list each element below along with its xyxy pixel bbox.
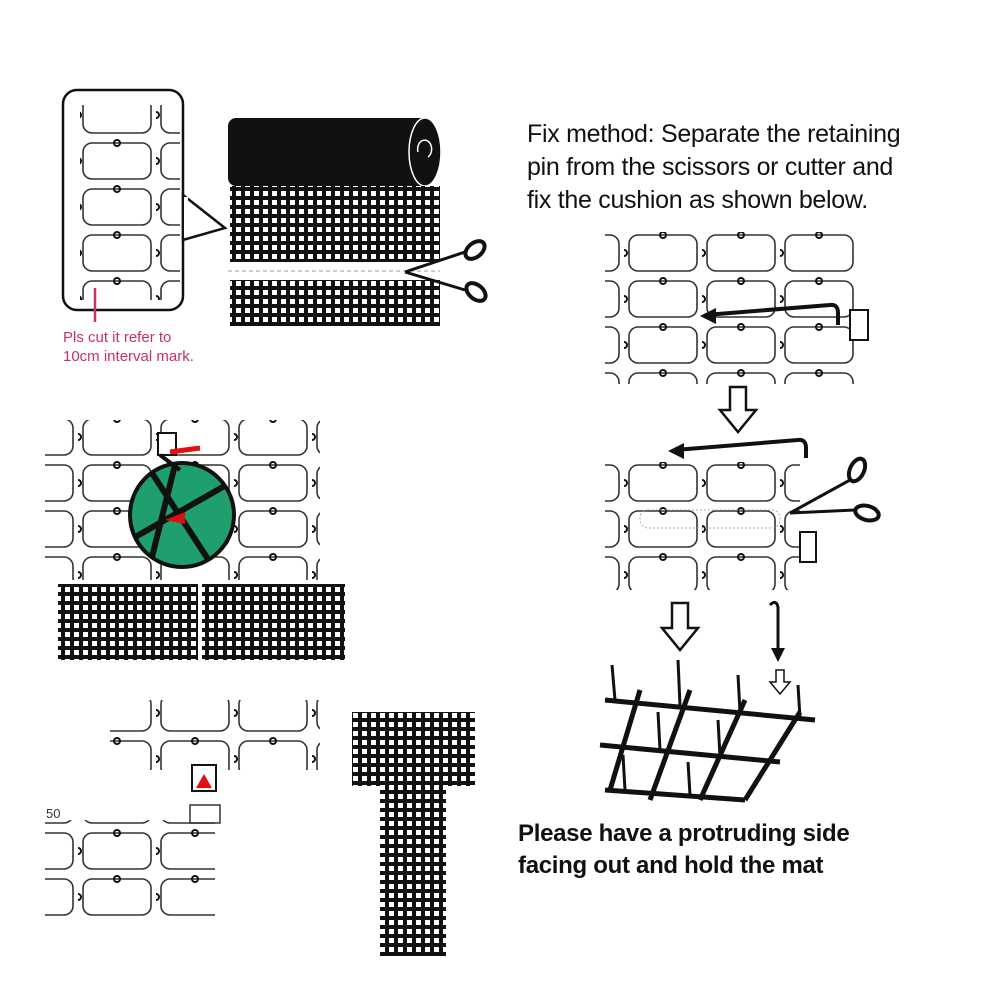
cut-note-line: Pls cut it refer to xyxy=(63,329,172,346)
retaining-pin xyxy=(668,437,808,459)
scissors-icon xyxy=(789,456,881,523)
cut-note-line: 10cm interval mark. xyxy=(63,348,194,365)
fix-step-1 xyxy=(605,232,869,384)
spiked-mat xyxy=(599,659,816,803)
fix-method-text: Fix method: Separate the retaining pin f… xyxy=(527,118,901,217)
mat-roll xyxy=(228,117,442,326)
fix-method-line: Fix method: Separate the retaining xyxy=(527,120,901,148)
edge-detail-callout xyxy=(61,88,228,322)
hold-mat-text: Please have a protruding side facing out… xyxy=(518,818,850,882)
clip-insertion-diagram xyxy=(45,700,475,956)
hold-note-line: Please have a protruding side xyxy=(518,820,850,847)
pin-arrow xyxy=(704,302,840,325)
interval-mark-label: 50 xyxy=(46,806,61,821)
connection-diagram xyxy=(45,420,345,660)
down-arrow-icon xyxy=(717,385,759,434)
hold-note-line: facing out and hold the mat xyxy=(518,852,824,879)
cut-instruction-note: Pls cut it refer to 10cm interval mark. xyxy=(63,328,194,366)
fix-method-line: pin from the scissors or cutter and xyxy=(527,153,894,181)
fix-step-2 xyxy=(605,462,817,590)
fix-method-line: fix the cushion as shown below. xyxy=(527,186,868,214)
scissors-icon xyxy=(404,239,488,303)
down-arrow-icon xyxy=(659,601,701,652)
pin-insert-arrow xyxy=(768,600,792,696)
